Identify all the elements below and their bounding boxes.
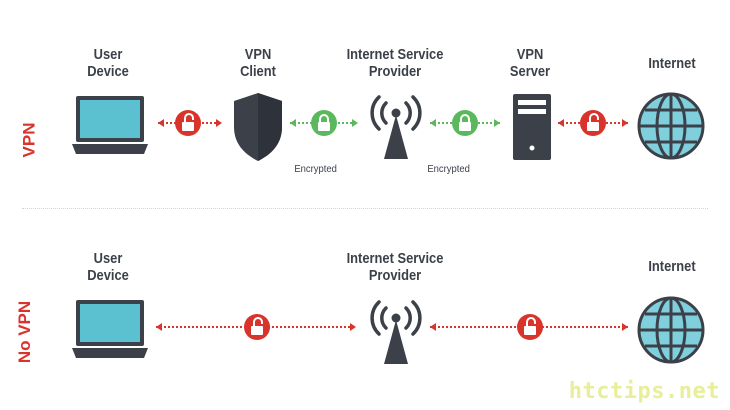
laptop-icon [72,300,148,358]
label-line: VPN [244,46,272,63]
label-line: Device [87,63,129,80]
server-icon [513,94,551,160]
globe-icon [637,92,705,160]
label-line: Internet Service [346,250,444,267]
link-server-internet [558,119,628,127]
unlocked-padlock-icon [175,110,201,136]
label-isp-novpn: Internet Service Provider [335,250,455,284]
signal-tower-icon [370,95,422,159]
label-line: Client [240,63,276,80]
unlocked-padlock-icon [244,314,270,340]
unlocked-padlock-icon [580,110,606,136]
label-line: Internet Service [346,46,444,63]
locked-padlock-icon [452,110,478,136]
locked-padlock-icon [311,110,337,136]
link-isp-server [430,119,500,127]
label-vpn-client: VPN Client [218,46,297,80]
label-vpn-server: VPN Server [490,46,569,80]
label-line: Provider [368,267,422,284]
watermark: htctips.net [568,379,720,404]
label-line: User [93,250,123,267]
globe-icon [637,296,705,364]
laptop-icon [72,96,148,154]
label-line: User [93,46,123,63]
label-line: Internet [648,258,696,275]
label-line: Provider [368,63,422,80]
label-line: VPN [516,46,544,63]
label-internet: Internet [632,55,711,72]
row-divider [22,208,708,209]
encrypted-label-1: Encrypted [294,163,337,175]
label-user-device-novpn: User Device [68,250,147,284]
label-line: Device [87,267,129,284]
label-line: Internet [648,55,696,72]
label-isp: Internet Service Provider [335,46,455,80]
label-line: Server [509,63,551,80]
unlocked-padlock-icon [517,314,543,340]
link-isp-internet-novpn [430,323,628,331]
shield-icon [234,93,282,161]
signal-tower-icon [370,300,422,364]
label-internet-novpn: Internet [632,258,711,275]
label-user-device: User Device [68,46,147,80]
encrypted-label-2: Encrypted [427,163,470,175]
